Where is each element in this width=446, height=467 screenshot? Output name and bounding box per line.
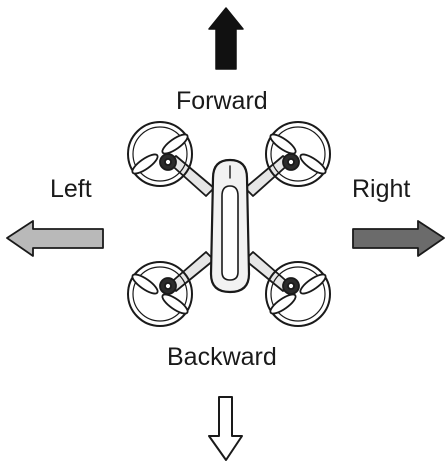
drone-body xyxy=(209,158,251,294)
right-arrow-icon xyxy=(352,220,445,257)
backward-arrow-icon xyxy=(208,396,243,461)
propeller-top-left xyxy=(127,121,193,187)
propeller-top-right xyxy=(265,121,331,187)
propeller-bottom-left xyxy=(127,261,193,327)
propeller-bottom-right xyxy=(265,261,331,327)
forward-arrow-icon xyxy=(208,7,244,70)
backward-label: Backward xyxy=(167,343,277,371)
drone-icon xyxy=(127,121,331,327)
right-label: Right xyxy=(352,175,411,203)
forward-label: Forward xyxy=(176,87,268,115)
left-arrow-icon xyxy=(6,220,104,257)
left-label: Left xyxy=(50,175,92,203)
